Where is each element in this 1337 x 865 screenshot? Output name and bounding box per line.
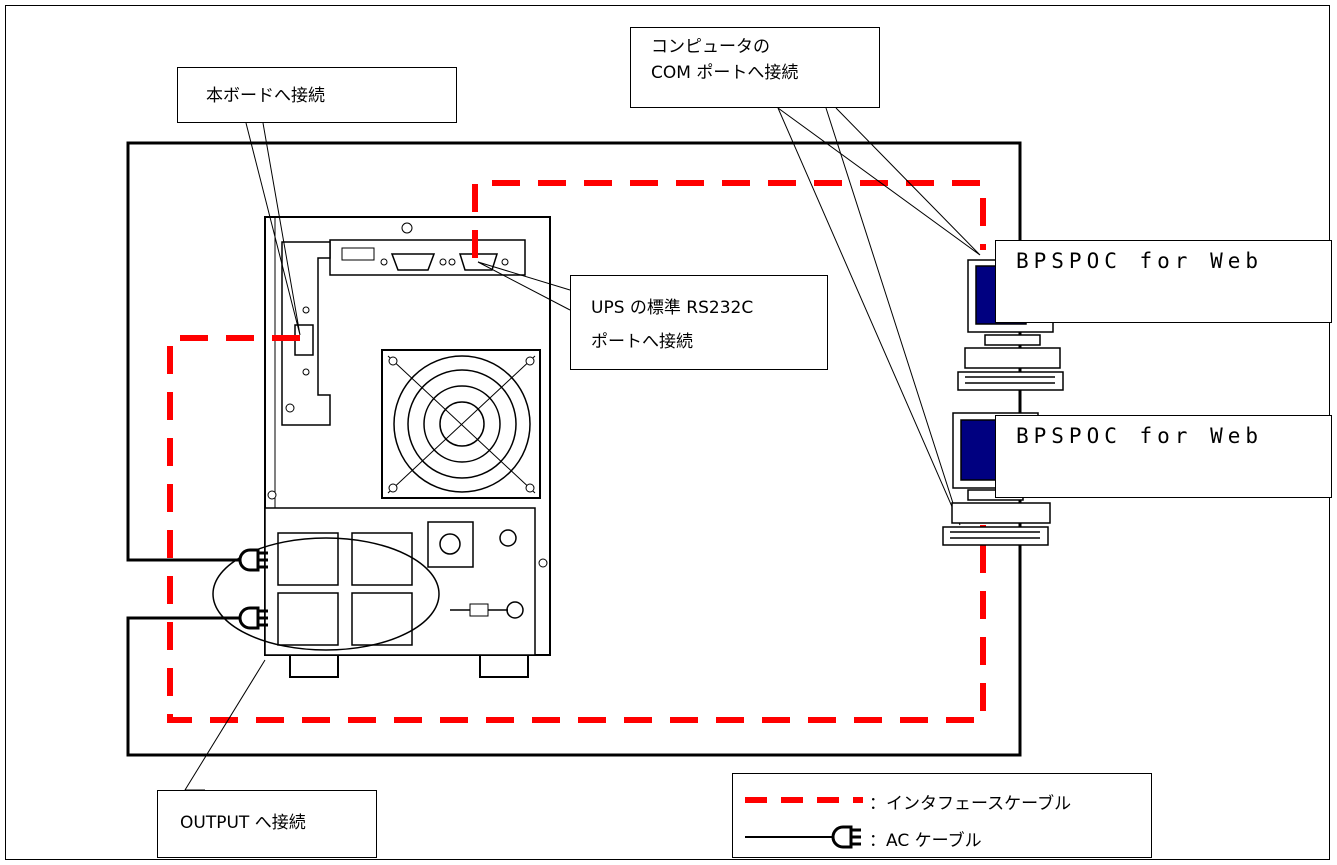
legend-symbols [745, 797, 863, 849]
callout-output: OUTPUT へ接続 [157, 790, 377, 858]
ac-plug-icon [238, 548, 268, 630]
legend: ：インタフェースケーブル ：AC ケーブル [732, 773, 1152, 858]
software-name: BPSPOC for Web [1016, 249, 1264, 273]
ac-plug-icon [831, 825, 861, 849]
legend-interface-label: ：インタフェースケーブル [869, 794, 1072, 814]
computer-label-2: BPSPOC for Web [995, 415, 1332, 498]
callout-rs232c-text-1: UPS の標準 RS232C [591, 298, 754, 318]
interface-cable [167, 180, 986, 723]
callout-rs232c-text-2: ポートへ接続 [591, 332, 693, 352]
callout-output-text: OUTPUT へ接続 [180, 813, 306, 833]
computer-label-1: BPSPOC for Web [995, 240, 1332, 323]
software-name: BPSPOC for Web [1016, 424, 1264, 448]
callout-rs232c-port: UPS の標準 RS232C ポートへ接続 [570, 275, 828, 370]
callout-board-connection: 本ボードへ接続 [177, 67, 457, 123]
callout-board-text: 本ボードへ接続 [206, 86, 325, 106]
ups-unit [212, 216, 551, 678]
legend-ac-label: ：AC ケーブル [869, 831, 982, 851]
callout-com-text-2: COM ポートへ接続 [651, 63, 799, 83]
ac-cable-loop [126, 141, 1022, 757]
callout-leaders [184, 107, 981, 791]
callout-com-text-1: コンピュータの [651, 37, 770, 57]
callout-com-port: コンピュータの COM ポートへ接続 [630, 27, 880, 108]
